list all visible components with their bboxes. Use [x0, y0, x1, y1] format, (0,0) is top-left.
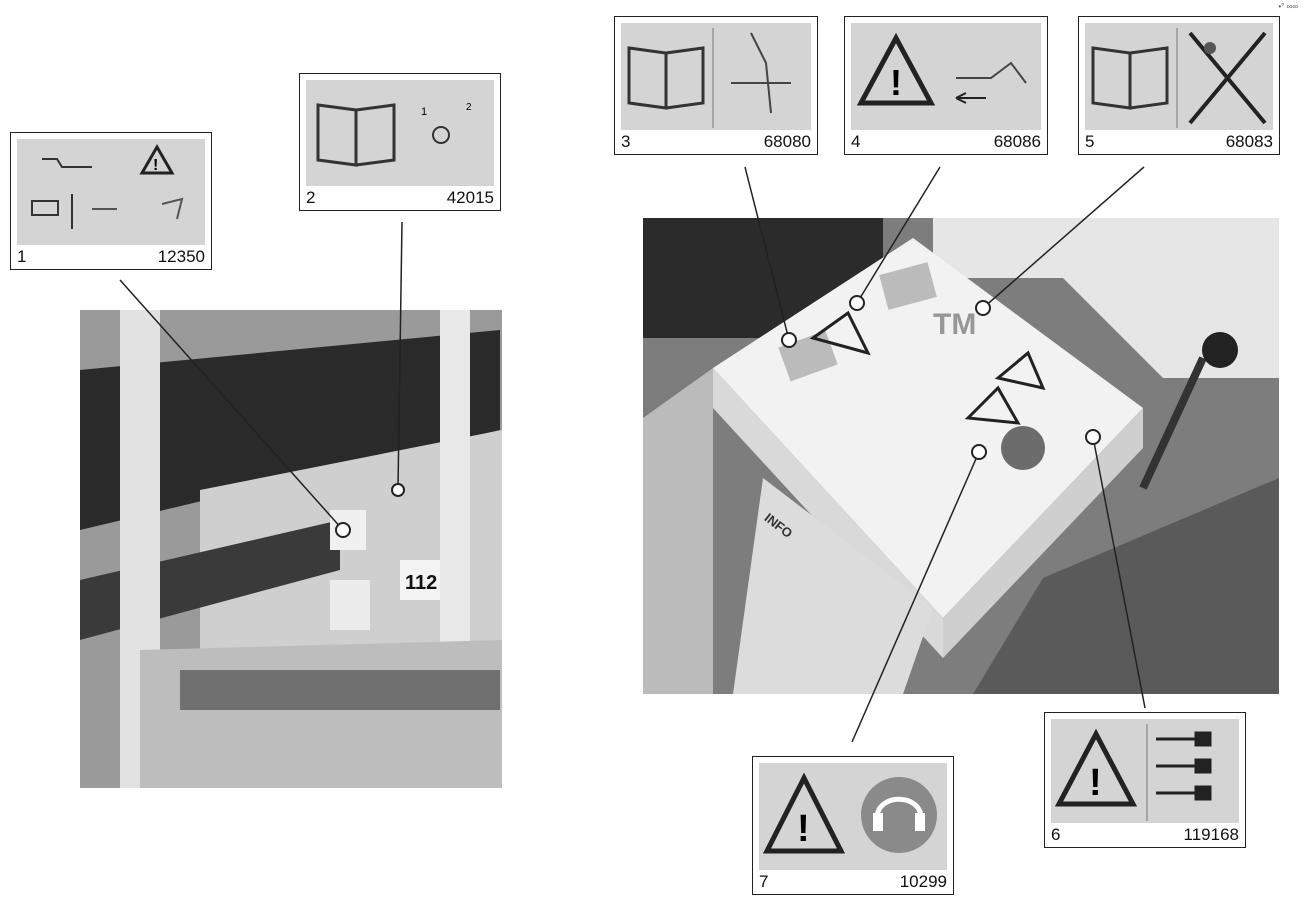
decal-1: ! 1 12350 [10, 132, 212, 270]
callout-marker-7 [971, 444, 987, 460]
decal-6-code: 119168 [1183, 825, 1239, 844]
decal-3-code: 68080 [763, 132, 811, 151]
decal-3-number: 3 [621, 132, 631, 151]
decal-2-code: 42015 [446, 188, 494, 207]
decal-4-code: 68086 [993, 132, 1041, 151]
decal-1-code: 12350 [157, 247, 205, 266]
corner-mark: •° ∞∞ [1278, 2, 1298, 11]
decal-3: 3 68080 [614, 16, 818, 155]
callout-marker-6 [1085, 429, 1101, 445]
decal-5-pictograms [1085, 23, 1273, 130]
decal-4: ! 4 68086 [844, 16, 1048, 155]
decal-7-code: 10299 [899, 872, 947, 891]
svg-text:!: ! [153, 157, 158, 174]
plate-label: 112 [405, 572, 438, 594]
decal-4-number: 4 [851, 132, 861, 151]
svg-text:!: ! [797, 808, 810, 850]
decal-6: ! 6 119168 [1044, 712, 1246, 848]
callout-marker-4 [849, 295, 865, 311]
decal-1-pictograms: ! [17, 139, 205, 245]
svg-text:2: 2 [466, 102, 472, 113]
left-machine-photo: 112 [80, 310, 502, 788]
decal-7: ! 7 10299 [752, 756, 954, 895]
decal-2-number: 2 [306, 188, 316, 207]
watermark-tm: TM [933, 308, 977, 341]
decal-5-number: 5 [1085, 132, 1095, 151]
decal-5-code: 68083 [1225, 132, 1273, 151]
svg-text:1: 1 [421, 106, 427, 118]
decal-4-pictograms: ! [851, 23, 1041, 130]
decal-3-pictograms [621, 23, 811, 130]
svg-text:!: ! [890, 62, 902, 103]
decal-2: 1 2 2 42015 [299, 73, 501, 211]
decal-2-pictograms: 1 2 [306, 80, 494, 186]
decal-7-pictograms: ! [759, 763, 947, 870]
decal-1-number: 1 [17, 247, 27, 266]
callout-marker-3 [781, 332, 797, 348]
callout-marker-1 [335, 522, 351, 538]
callout-marker-5 [975, 300, 991, 316]
decal-7-number: 7 [759, 872, 769, 891]
decal-6-pictograms: ! [1051, 719, 1239, 823]
svg-text:!: ! [1089, 762, 1102, 804]
decal-6-number: 6 [1051, 825, 1061, 844]
right-control-panel-photo: INFO TM [643, 218, 1279, 694]
decal-5: 5 68083 [1078, 16, 1280, 155]
callout-marker-2 [391, 483, 405, 497]
